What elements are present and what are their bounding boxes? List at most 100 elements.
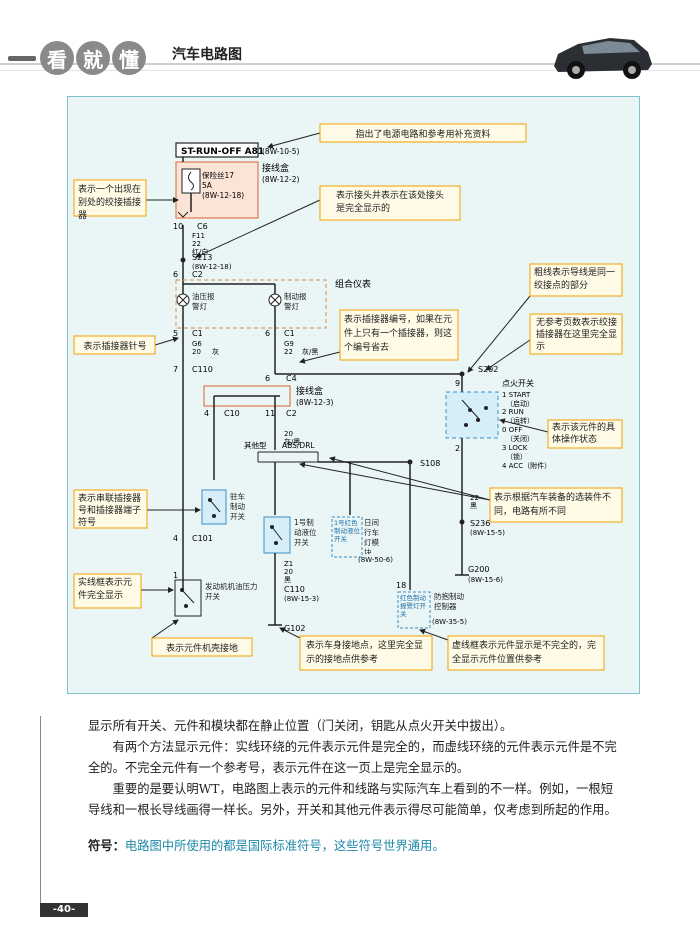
margin-rule	[40, 716, 41, 916]
ground-g102: G102	[284, 624, 305, 633]
conn-c1-b: C1	[284, 329, 295, 338]
wire-g6-color: 灰	[212, 347, 219, 356]
fuse-label: 保险丝17	[202, 170, 234, 180]
pin-6: 6	[173, 270, 178, 279]
conn-c110-b-ref: (8W-15-3)	[284, 595, 319, 603]
logo-char: 看	[40, 41, 74, 75]
callouts	[73, 123, 623, 671]
splice-s108: S108	[420, 459, 440, 468]
junction-box-1-ref: (8W-12-2)	[262, 175, 300, 184]
ign-2: 2 RUN	[502, 408, 524, 416]
callout-pin-number: 表示插接器针号	[83, 342, 147, 352]
wire-g9-color: 灰/黑	[302, 347, 318, 356]
ign-1b: （启动）	[506, 399, 534, 408]
ign-1: 1 START	[502, 391, 531, 399]
pin-4: 4	[204, 409, 209, 418]
pin-5: 5	[173, 329, 178, 338]
symbol-note: 符号：电路图中所使用的都是国际标准符号，这些符号世界通用。	[88, 836, 445, 854]
wire-f11: F11	[192, 232, 205, 240]
cluster-label: 组合仪表	[335, 278, 371, 290]
fuse-amp: 5A	[202, 181, 213, 190]
brake-fluid-switch: 1号制动液位开关	[294, 518, 317, 547]
callout-no-ref: 无参考页数表示绞接插接器在这里完全显示	[536, 318, 618, 352]
paragraph: 重要的是要认明WT，电路图上表示的元件和线路与实际汽车上看到的不一样。例如，一根…	[88, 782, 617, 817]
junction-box-1-label: 接线盒	[262, 162, 289, 174]
wire-f11-gauge: 22	[192, 240, 201, 248]
ign-2b: （运转）	[506, 416, 534, 425]
wire-z1-b-gauge: 22	[470, 494, 479, 502]
conn-c101: C101	[192, 534, 213, 543]
callout-case-ground: 表示元件机壳接地	[165, 644, 238, 654]
park-brake-switch: 驻车制动开关	[230, 492, 245, 521]
junction-box-2-label: 接线盒	[296, 385, 323, 397]
splice-s202: S202	[478, 365, 498, 374]
drl-inner-label: 1号红色制动液位开关	[334, 519, 360, 543]
callout-connector-number: 表示插接器编号，如果在元件上只有一个插接器，则这个编号省去	[344, 315, 453, 353]
wire-z1-a-gauge: 20	[284, 568, 293, 576]
symbol-key: 符号：	[88, 838, 125, 853]
conn-c110: C110	[192, 365, 213, 374]
paragraph: 有两个方法显示元件：实线环绕的元件表示元件是完全的，而虚线环绕的元件表示元件是不…	[88, 740, 617, 775]
wire-g6-gauge: 20	[192, 348, 201, 356]
pin-11: 11	[265, 409, 275, 418]
header-rule-thin	[0, 70, 700, 71]
lamp-oil: 油压报警灯	[192, 292, 215, 311]
splice-s213: S213	[192, 253, 212, 262]
pin-7: 7	[173, 365, 178, 374]
pin-9: 9	[455, 379, 460, 388]
wire-g6: G6	[192, 340, 202, 348]
junction-box-2-ref: (8W-12-3)	[296, 398, 334, 407]
splice-s236: S236	[470, 519, 490, 528]
wire-g9b-gauge: 20	[284, 430, 293, 438]
abs-drl: ABS/DRL	[282, 441, 315, 450]
pin-6-c: 6	[265, 374, 270, 383]
header-rule	[0, 63, 700, 65]
lamp-brake: 制动报警灯	[284, 292, 307, 311]
conn-c2-b: C2	[286, 409, 297, 418]
callout-connector-full: 表示接头并表示在该处接头是完全显示的	[336, 191, 445, 214]
callout-operation-state: 表示该元件的具体操作状态	[552, 423, 616, 445]
wire-g9-gauge: 22	[284, 348, 293, 356]
ground-g200-ref: (8W-15-6)	[468, 576, 503, 584]
conn-c2: C2	[192, 270, 203, 279]
callout-series-connector: 表示串联插接器号和插接器端子符号	[78, 494, 142, 528]
wire-g9: G9	[284, 340, 294, 348]
pin-6-b: 6	[265, 329, 270, 338]
ign-4: 4 ACC（附件）	[502, 461, 551, 470]
title-box-ref: (8W-10-5)	[262, 147, 300, 156]
drl-module: 日间行车灯模块	[364, 518, 379, 554]
callout-dashed-frame: 虚线框表示元件显示是不完全的，完全显示元件位置供参考	[452, 641, 597, 665]
splice-s213-ref: (8W-12-18)	[192, 263, 232, 271]
ign-3: 3 LOCK	[502, 444, 528, 452]
pin-18: 18	[396, 581, 406, 590]
logo-char: 懂	[112, 41, 146, 75]
ign-switch: 点火开关	[502, 378, 534, 388]
wire-z1-a: Z1	[284, 560, 293, 568]
wire-z1-a-color: 黑	[284, 576, 291, 584]
ign-3b: （锁）	[506, 452, 527, 461]
paragraph: 显示所有开关、元件和模块都在静止位置（门关闭，钥匙从点火开关中拔出）。	[88, 719, 513, 733]
title-box-label: ST-RUN-OFF A81	[181, 147, 264, 157]
callout-power-ref: 指出了电源电路和参考用补充资料	[355, 130, 491, 140]
conn-c6: C6	[197, 222, 208, 231]
splice-s236-ref: (8W-15-5)	[470, 529, 505, 537]
callout-splice-elsewhere: 表示一个出现在别处的绞接插接器	[78, 185, 142, 221]
ign-0: 0 OFF	[502, 426, 522, 434]
pin-10: 10	[173, 222, 183, 231]
pin-4-b: 4	[173, 534, 178, 543]
ign-0b: （关闭）	[506, 434, 534, 443]
section-title: 汽车电路图	[172, 47, 242, 63]
conn-c110-b: C110	[284, 585, 305, 594]
callout-optional-equipment: 表示根据汽车装备的选装件不同，电路有所不同	[494, 493, 612, 517]
oil-pressure-switch: 发动机机油压力开关	[205, 582, 258, 601]
fuse-ref: (8W-12-18)	[202, 191, 244, 200]
page-number: -40-	[40, 903, 88, 917]
abs-inner-label: 红色制动报警灯开关	[400, 594, 426, 618]
wire-z1-b-color: 黑	[470, 502, 477, 510]
wire-f11-color: 红/白	[192, 247, 208, 256]
ground-g200: G200	[468, 565, 489, 574]
pin-1: 1	[173, 571, 178, 580]
series-logo: 看 就 懂	[8, 38, 148, 78]
page-header: 看 就 懂 汽车电路图	[0, 0, 700, 95]
